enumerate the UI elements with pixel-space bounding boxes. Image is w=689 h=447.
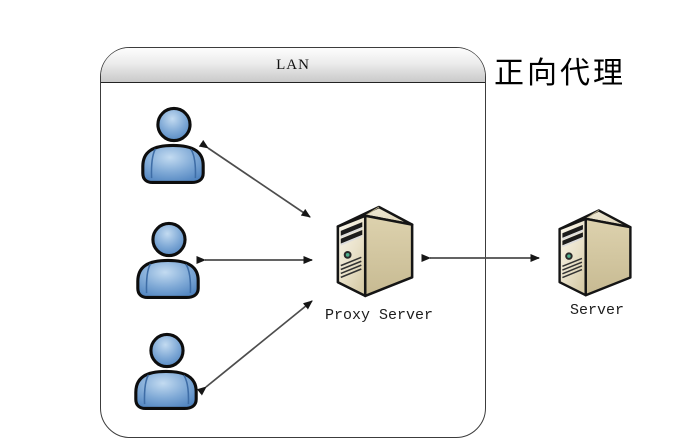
user-icon xyxy=(136,104,210,186)
proxy-server-label: Proxy Server xyxy=(324,307,434,324)
user-icon xyxy=(129,330,203,412)
user-icon xyxy=(131,219,205,301)
proxy-server-icon xyxy=(332,199,418,299)
lan-label: LAN xyxy=(276,56,310,73)
page-title: 正向代理 xyxy=(494,56,626,91)
server-icon xyxy=(553,203,637,298)
lan-header: LAN xyxy=(101,48,485,83)
server-label: Server xyxy=(569,302,624,319)
